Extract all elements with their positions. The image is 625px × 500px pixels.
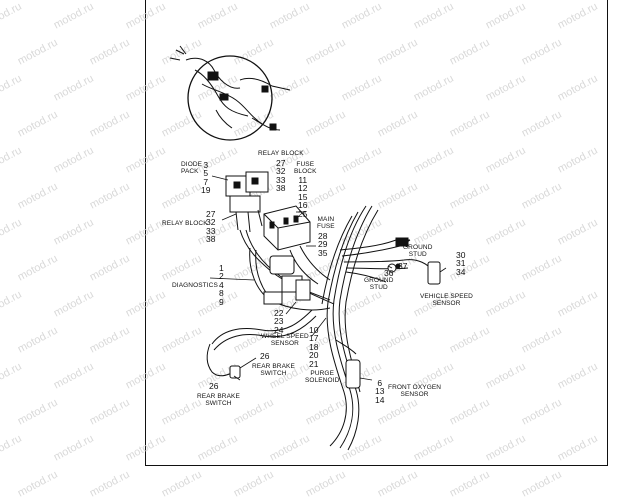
diagnostics-numbers: 1 2 4 8 9 [219, 263, 224, 307]
watermark-text: motod.ru [375, 468, 420, 500]
rear-brake-switch-mid-label: REAR BRAKE SWITCH [252, 363, 295, 377]
fuse-block-label: FUSE BLOCK [294, 161, 317, 175]
relay-block-left-numbers: 27 32 33 38 [206, 209, 216, 245]
wheel-speed-numbers: 22 23 24 [274, 308, 284, 335]
watermark-text: motod.ru [447, 468, 492, 500]
relay-block-top-numbers: 27 32 33 38 [276, 158, 286, 194]
main-fuse-numbers: 28 29 35 [318, 231, 328, 258]
leader-lines [209, 175, 447, 381]
components [229, 237, 441, 389]
diagram-frame [145, 0, 608, 466]
fuse-block-numbers: 11 12 15 16 25 [298, 175, 308, 219]
vehicle-speed-sensor-label: VEHICLE SPEED SENSOR [420, 293, 473, 307]
rear-brake-mid-number: 26 [260, 351, 270, 361]
ground-stud-right-label: GROUND STUD [403, 244, 433, 258]
wiring-harness-diagram [169, 45, 447, 451]
ground-stud-right-callout: 37 [398, 261, 408, 271]
watermark-text: motod.ru [159, 468, 204, 500]
fuse-block [263, 205, 311, 251]
wheel-speed-sensor-label: WHEEL SPEED SENSOR [261, 333, 309, 347]
ground-stud-mid-label: GROUND STUD [364, 277, 394, 291]
purge-solenoid-label: PURGE SOLENOID [305, 370, 340, 384]
watermark-text: motod.ru [15, 468, 60, 500]
mid-column-numbers: 10 17 18 20 21 [309, 325, 319, 369]
main-fuse-label: MAIN FUSE [317, 216, 335, 230]
diode-pack-numbers: 3 5 7 19 [201, 160, 211, 196]
front-oxygen-sensor-label: FRONT OXYGEN SENSOR [388, 384, 442, 398]
relay-cluster [225, 171, 269, 233]
oxygen-numbers: 6 13 14 [375, 378, 385, 405]
rear-brake-switch-bottom-label: REAR BRAKE SWITCH [197, 393, 240, 407]
watermark-text: motod.ru [303, 468, 348, 500]
rear-brake-bottom-number: 26 [209, 381, 219, 391]
watermark-text: motod.ru [87, 468, 132, 500]
diagnostics-label: DIAGNOSTICS [172, 282, 218, 289]
ground-stud-mid-callout: 36 [384, 268, 394, 278]
watermark-text: motod.ru [519, 468, 564, 500]
watermark-text: motod.ru [231, 468, 276, 500]
diode-pack-label: DIODE PACK [181, 161, 203, 175]
inset-detail-circle [169, 45, 291, 141]
relay-block-top-label: RELAY BLOCK [258, 150, 304, 157]
relay-block-left-label: RELAY BLOCK [162, 220, 208, 227]
ground-stud-right-numbers: 30 31 34 [456, 250, 466, 277]
